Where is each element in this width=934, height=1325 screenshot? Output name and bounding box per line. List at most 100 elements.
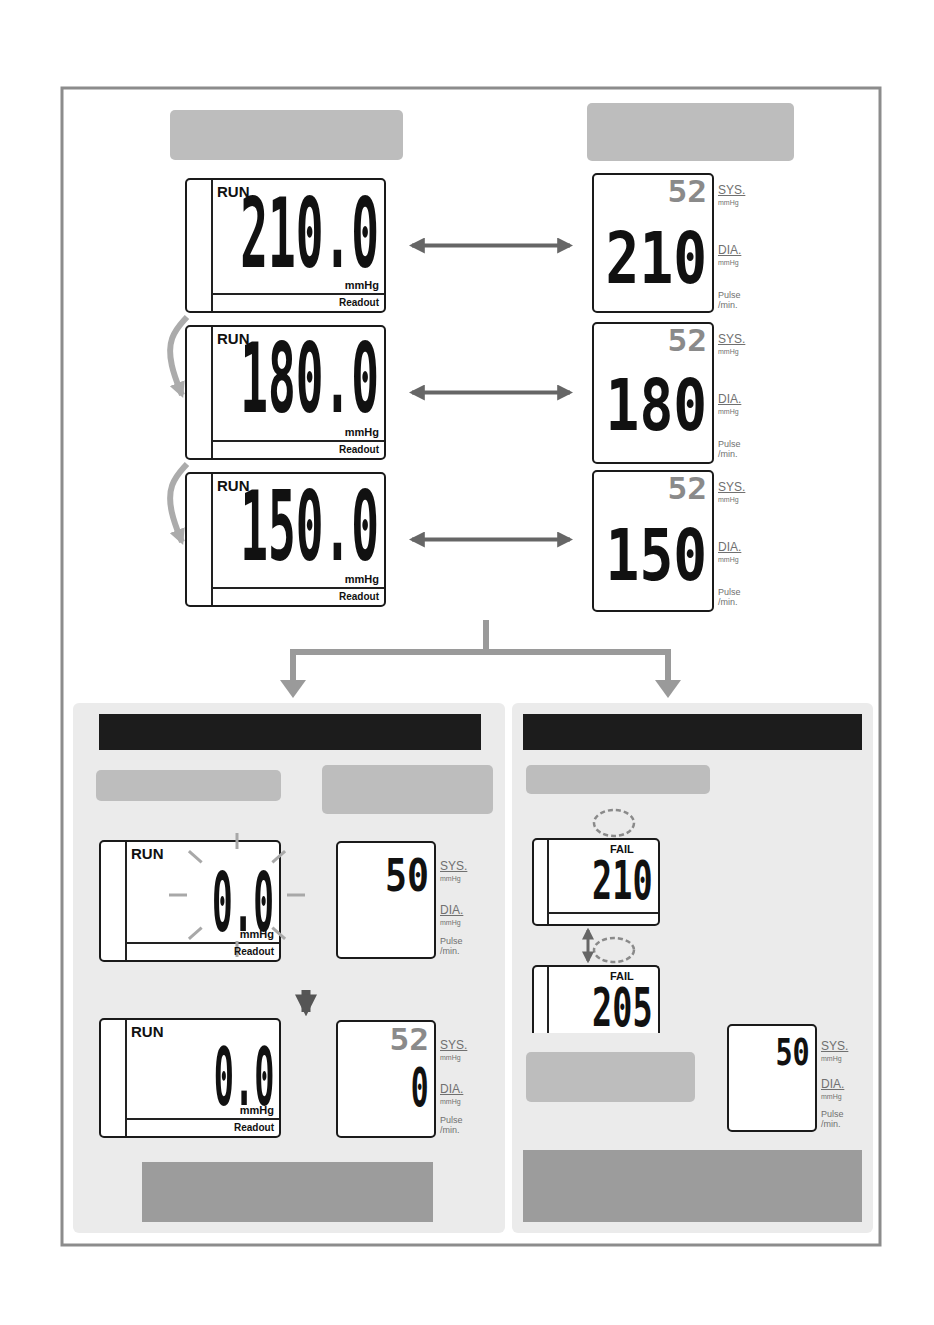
flash-ray [287,894,305,897]
unit-label: mmHg [240,1104,274,1116]
mode-indicator: RUN [131,845,164,862]
connector-arrow [412,538,570,542]
lcd-rule [211,474,213,605]
lcd-rule [547,967,549,1033]
pressure-readout: 210.0 [240,186,379,282]
sys-label: SYS. [440,859,467,873]
flash-ray [236,833,239,849]
lcd-rule [211,587,384,589]
lcd-rule [547,912,658,914]
dashed-marker [594,810,634,836]
unit-label: mmHg [718,199,739,206]
meter-lcd: RUN180.0mmHgReadout [185,325,386,460]
dia-label: DIA. [718,540,741,554]
sys-label: SYS. [718,183,745,197]
pressure-readout: 205 [593,981,653,1035]
sys-label: SYS. [440,1038,467,1052]
unit-label: mmHg [440,875,461,882]
pulse-label: Pulse /min. [440,1116,466,1136]
sys-label: SYS. [718,332,745,346]
flash-ray [272,851,285,862]
mode-indicator: RUN [131,1023,164,1040]
split-arrow-head [655,680,681,698]
monitor-lcd: 50SYS.mmHgDIA.mmHgPulse /min. [336,841,436,959]
connector-arrow [412,244,570,248]
split-arrow-head [280,680,306,698]
sub-tab [526,1052,695,1102]
sub-tab [96,770,281,801]
fail-lcd: FAIL205 [532,965,660,1033]
display-digits: 52 [389,1025,429,1055]
unit-label: mmHg [718,348,739,355]
sub-tab [322,765,493,814]
pulse-label: Pulse /min. [718,291,744,311]
header-tab [170,110,403,160]
panel-title-bar [99,714,481,750]
pulse-label: Pulse /min. [440,937,466,957]
flash-ray [189,928,202,939]
monitor-lcd: 520SYS.mmHgDIA.mmHgPulse /min. [336,1020,436,1138]
monitor-lcd: 52150SYS.mmHgDIA.mmHgPulse /min. [592,470,714,612]
display-digits: 52 [667,326,707,356]
readout-label: Readout [339,591,379,602]
result-panel [73,703,505,1233]
readout-label: Readout [339,444,379,455]
dia-label: DIA. [821,1077,844,1091]
note-box [142,1162,433,1222]
display-digits: 150 [606,519,707,591]
meter-lcd: RUN210.0mmHgReadout [185,178,386,313]
unit-label: mmHg [718,496,739,503]
outer-frame [62,88,880,1245]
lcd-rule [125,1118,279,1120]
lcd-rule [211,327,213,458]
connector-arrow [412,391,570,395]
sub-tab [526,765,710,794]
unit-label: mmHg [718,259,739,266]
lcd-rule [211,293,384,295]
dashed-marker [594,938,634,962]
display-digits: 0 [411,1061,429,1115]
display-digits: 52 [667,177,707,207]
unit-label: mmHg [345,279,379,291]
display-digits: 52 [667,474,707,504]
flash-ray [189,851,202,862]
unit-label: mmHg [240,928,274,940]
lcd-rule [211,180,213,311]
pulse-label: Pulse /min. [821,1110,847,1130]
display-digits: 210 [606,222,707,294]
pressure-readout: 180.0 [240,331,379,427]
note-box [523,1150,862,1222]
dia-label: DIA. [440,1082,463,1096]
flash-ray [169,894,187,897]
sys-label: SYS. [718,480,745,494]
header-tab [587,103,794,161]
pulse-label: Pulse /min. [718,588,744,608]
monitor-lcd: 52210SYS.mmHgDIA.mmHgPulse /min. [592,173,714,313]
dia-label: DIA. [718,243,741,257]
pressure-readout: 210 [593,854,653,908]
sys-label: SYS. [821,1039,848,1053]
unit-label: mmHg [718,556,739,563]
display-digits: 50 [776,1033,810,1071]
unit-label: mmHg [821,1055,842,1062]
panel-title-bar [523,714,862,750]
connector-arrow [587,930,590,961]
lcd-rule [211,440,384,442]
meter-lcd: RUN0.0mmHgReadout [99,840,281,962]
display-digits: 180 [606,369,707,441]
unit-label: mmHg [821,1093,842,1100]
unit-label: mmHg [440,1054,461,1061]
pressure-readout: 150.0 [240,479,379,575]
pulse-label: Pulse /min. [718,440,744,460]
meter-lcd: RUN150.0mmHgReadout [185,472,386,607]
dia-label: DIA. [440,903,463,917]
unit-label: mmHg [345,426,379,438]
result-panel [512,703,873,1233]
split-arrow [290,620,671,682]
fail-lcd: FAIL210 [532,838,660,926]
connector-arrow [302,990,311,1012]
readout-label: Readout [234,1122,274,1133]
monitor-lcd: 50SYS.mmHgDIA.mmHgPulse /min. [727,1024,817,1132]
unit-label: mmHg [440,919,461,926]
